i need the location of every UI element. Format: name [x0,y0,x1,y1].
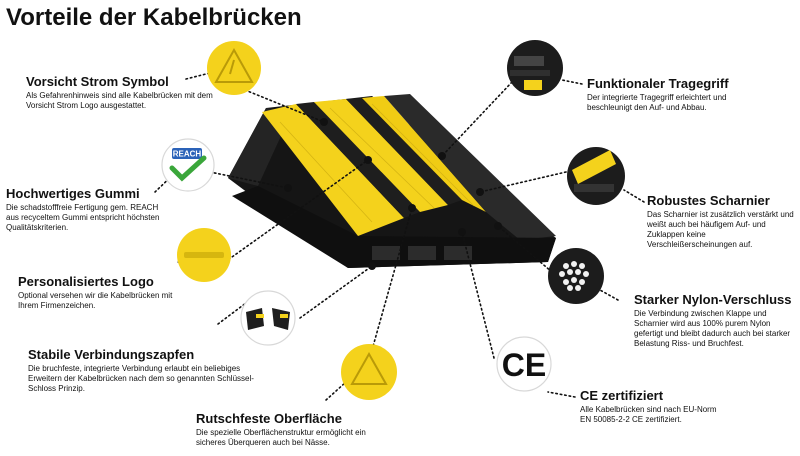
feature-description: Der integrierte Tragegriff erleichtert u… [587,93,727,112]
feature-description: Die spezielle Oberflächenstruktur ermögl… [196,428,366,447]
feature-heading: CE zertifiziert [580,388,664,403]
leader-lines [154,71,645,401]
feature-ce-certified: CE zertifiziert Alle Kabelbrücken sind n… [580,388,728,425]
feature-warning-symbol: Vorsicht Strom Symbol Als Gefahrenhinwei… [26,74,226,111]
anti-slip-surface-icon [341,344,397,400]
feature-description: Die bruchfeste, integrierte Verbindung e… [28,364,254,393]
feature-carry-handle: Funktionaler Tragegriff Der integrierte … [587,76,762,113]
feature-description: Als Gefahrenhinweis sind alle Kabelbrück… [26,91,213,110]
feature-connector-pins: Stabile Verbindungszapfen Die bruchfeste… [28,347,258,394]
warning-sign-icon [207,41,261,95]
feature-heading: Rutschfeste Oberfläche [196,411,342,426]
feature-custom-logo: Personalisiertes Logo Optional versehen … [18,274,193,311]
feature-description: Optional versehen wir die Kabelbrücken m… [18,291,173,310]
feature-description: Die Verbindung zwischen Klappe und Schar… [634,309,791,348]
feature-heading: Personalisiertes Logo [18,274,154,289]
custom-logo-icon [177,228,231,282]
feature-heading: Starker Nylon-Verschluss [634,292,792,307]
feature-heading: Vorsicht Strom Symbol [26,74,169,89]
feature-heading: Hochwertiges Gummi [6,186,140,201]
feature-hinge: Robustes Scharnier Das Scharnier ist zus… [647,193,797,250]
ce-mark-label: CE [502,347,546,383]
page-title: Vorteile der Kabelbrücken [6,4,302,31]
hinge-icon [567,147,625,205]
reach-badge-label: REACH [173,150,202,159]
feature-heading: Stabile Verbindungszapfen [28,347,195,362]
cable-bridge-product [228,94,556,268]
reach-badge-icon: REACH [161,138,215,192]
ce-mark-icon: CE [496,336,552,392]
feature-description: Das Scharnier ist zusätzlich verstärkt u… [647,210,794,249]
connector-pin-icon [240,290,296,346]
nylon-granules-icon [548,248,604,304]
feature-description: Die schadstofffreie Fertigung gem. REACH… [6,203,160,232]
carry-handle-icon [507,40,563,96]
feature-nylon-closure: Starker Nylon-Verschluss Die Verbindung … [634,292,798,349]
feature-quality-rubber: Hochwertiges Gummi Die schadstofffreie F… [6,186,161,233]
feature-anti-slip: Rutschfeste Oberfläche Die spezielle Obe… [196,411,386,448]
feature-heading: Robustes Scharnier [647,193,770,208]
feature-heading: Funktionaler Tragegriff [587,76,729,91]
feature-description: Alle Kabelbrücken sind nach EU-Norm EN 5… [580,405,717,424]
